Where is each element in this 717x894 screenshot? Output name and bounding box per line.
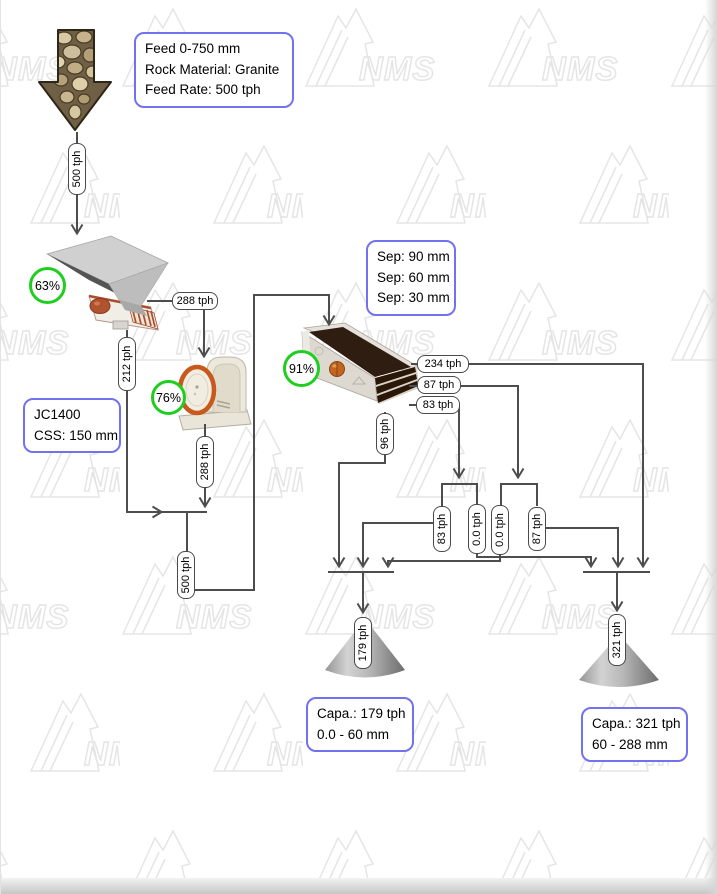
flow-label-split-87-left[interactable]: 0.0 tph: [491, 505, 509, 555]
flow-label-feeder-to-crusher[interactable]: 288 tph: [172, 292, 218, 310]
crusher-info-box[interactable]: JC1400 CSS: 150 mm: [23, 398, 121, 454]
crusher-info-line1: JC1400: [34, 407, 81, 422]
hopper-feeder[interactable]: [45, 235, 170, 331]
stockpile-right-info-box[interactable]: Capa.: 321 tph 60 - 288 mm: [581, 707, 688, 763]
feed-info-line1: Feed 0-750 mm: [145, 41, 241, 56]
stockpile-right-line2: 60 - 288 mm: [592, 736, 668, 752]
connector-deck3-83[interactable]: [409, 404, 466, 480]
flow-label-stockpile-left-feed[interactable]: 179 tph: [354, 617, 372, 669]
crusher-info-line2: CSS: 150 mm: [34, 427, 119, 443]
screen-info-line1: Sep: 90 mm: [377, 249, 450, 264]
flow-label-split-87-right[interactable]: 87 tph: [528, 507, 546, 551]
splitter-87[interactable]: [500, 483, 538, 506]
screen[interactable]: [301, 322, 419, 404]
flow-label-screen-deck3[interactable]: 83 tph: [416, 396, 460, 414]
page-right-edge: [705, 0, 717, 894]
flow-label-split-83-left[interactable]: 83 tph: [433, 506, 451, 552]
connector-87-to-right[interactable]: [546, 527, 625, 569]
flow-label-screen-feed[interactable]: 500 tph: [177, 551, 195, 599]
screen-info-line3: Sep: 30 mm: [377, 290, 450, 306]
page-bottom-edge: [1, 878, 717, 894]
feed-info-line3: Feed Rate: 500 tph: [145, 82, 261, 98]
feed-info-box[interactable]: Feed 0-750 mm Rock Material: Granite Fee…: [134, 32, 294, 108]
splitter-83[interactable]: [441, 483, 478, 506]
flow-label-split-83-right[interactable]: 0.0 tph: [468, 504, 486, 554]
crusher-utilization-badge: 76%: [151, 380, 186, 415]
flow-label-screen-deck2[interactable]: 87 tph: [417, 376, 461, 394]
feed-info-line2: Rock Material: Granite: [145, 61, 280, 77]
flow-label-screen-overflow[interactable]: 234 tph: [417, 355, 469, 373]
flow-label-feeder-bypass[interactable]: 212 tph: [118, 337, 136, 391]
connector-overflow-234[interactable]: [411, 363, 650, 569]
feeder-utilization-badge: 63%: [29, 267, 66, 304]
stockpile-right-line1: Capa.: 321 tph: [592, 716, 681, 731]
jaw-crusher[interactable]: [177, 356, 252, 431]
screen-info-box[interactable]: Sep: 90 mm Sep: 60 mm Sep: 30 mm: [366, 240, 456, 316]
flow-label-stockpile-right-feed[interactable]: 321 tph: [608, 614, 626, 666]
flow-label-feed-rate[interactable]: 500 tph: [68, 143, 86, 195]
screen-info-line2: Sep: 60 mm: [377, 269, 450, 285]
flow-label-screen-fines[interactable]: 96 tph: [376, 413, 394, 455]
connector-83-to-left[interactable]: [356, 522, 433, 569]
flow-label-crusher-discharge[interactable]: 288 tph: [196, 436, 214, 488]
screen-utilization-badge: 91%: [283, 350, 320, 387]
connector-00-to-left[interactable]: [381, 553, 501, 569]
stockpile-left-line2: 0.0 - 60 mm: [317, 726, 390, 742]
stockpile-left-info-box[interactable]: Capa.: 179 tph 0.0 - 60 mm: [306, 697, 414, 753]
stockpile-left-line1: Capa.: 179 tph: [317, 706, 406, 721]
connector-00-to-right[interactable]: [476, 551, 598, 569]
